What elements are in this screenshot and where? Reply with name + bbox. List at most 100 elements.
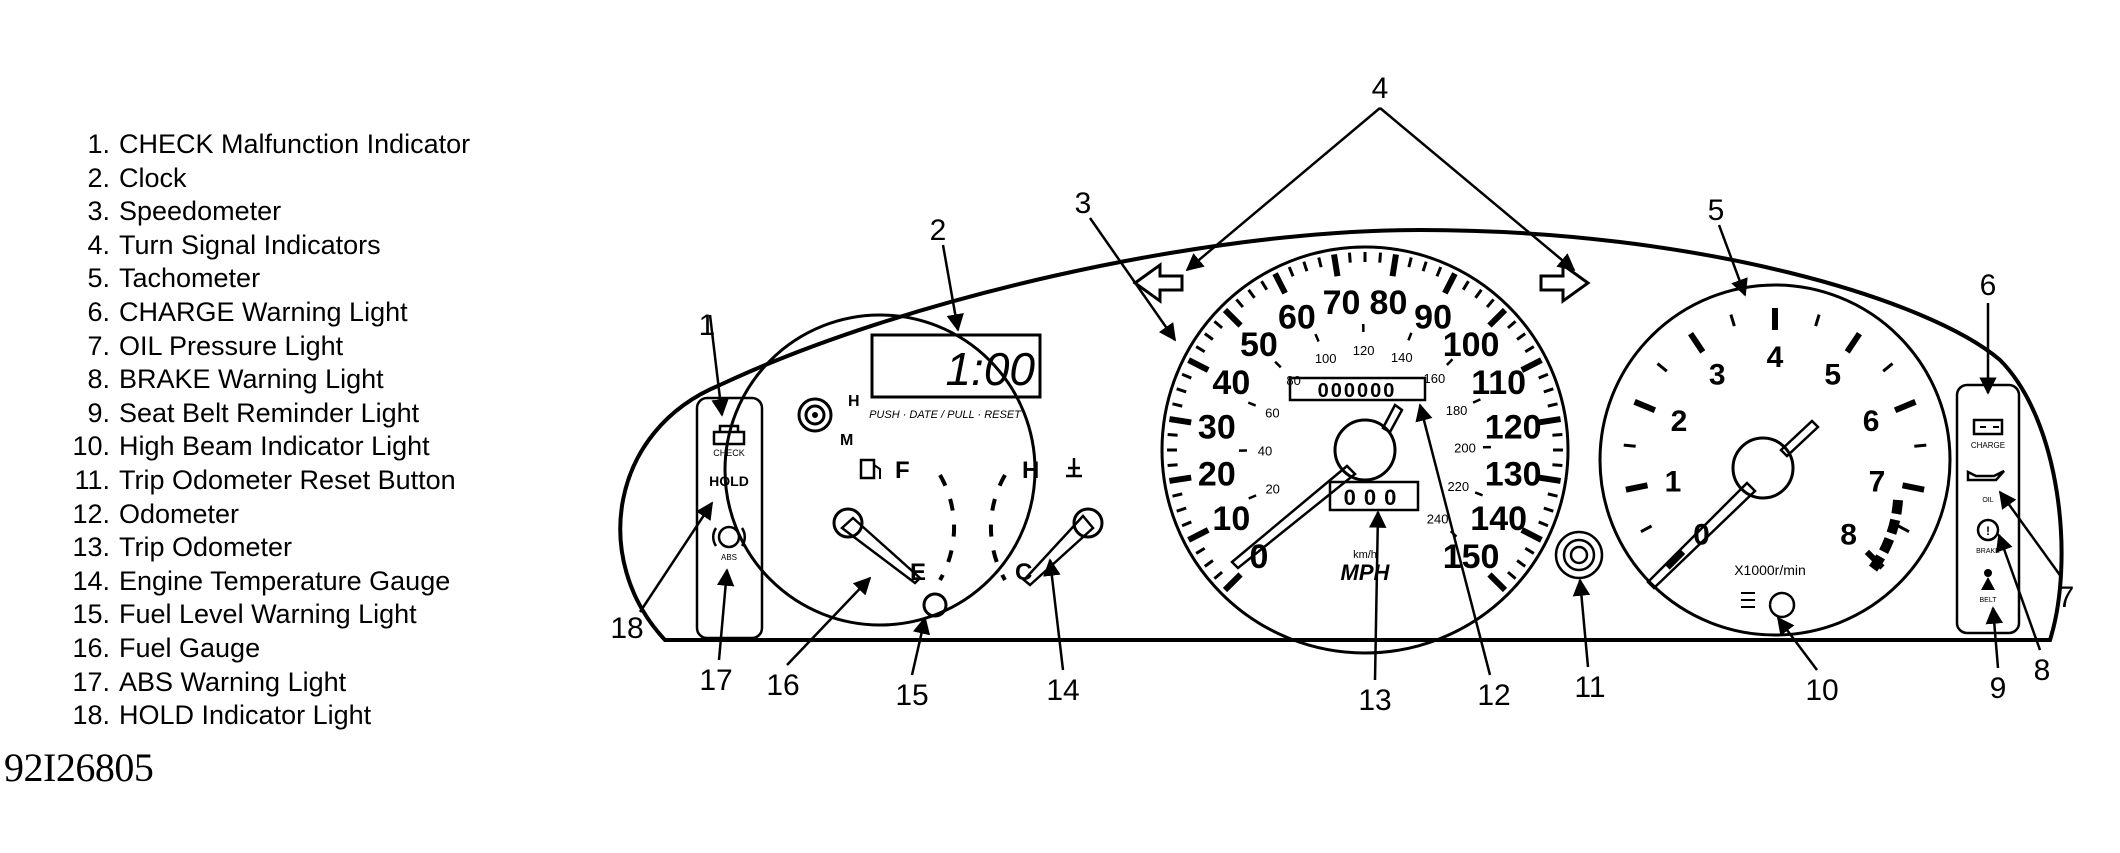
fuel-warning-light (922, 592, 948, 618)
speedometer-kmh-tick (1314, 333, 1320, 342)
tach-tick (1633, 399, 1657, 414)
legend-number: 4. (87, 229, 110, 260)
temp-needle (1022, 514, 1095, 587)
legend-item: 2. Clock (60, 162, 470, 196)
legend-label: Speedometer (119, 196, 282, 227)
right-indicator-panel: CHARGE OIL ! BRAKE BELT (1955, 383, 2021, 635)
speedometer-tick (1547, 402, 1558, 408)
tach-tick (1897, 524, 1910, 533)
speedometer-mph-label: 140 (1470, 500, 1527, 538)
brake-icon: ! (1976, 518, 2000, 542)
clock-caption: PUSH · DATE / PULL · RESET (869, 409, 1022, 421)
legend-label: Fuel Gauge (119, 632, 261, 663)
legend-item: 16.Fuel Gauge (60, 632, 470, 666)
turn-signal-left-icon (1132, 262, 1184, 304)
speedometer-mph-label: 90 (1414, 298, 1452, 336)
speedometer-mph-label: 20 (1198, 455, 1236, 493)
speedometer-mph-label: 40 (1212, 364, 1250, 402)
odometer-display: 000000 (1288, 376, 1427, 402)
legend-label: Engine Temperature Gauge (119, 565, 451, 596)
speedometer-tick (1485, 298, 1495, 309)
fuel-needle (840, 516, 922, 585)
speedometer-kmh-tick (1274, 360, 1282, 369)
tach-label: 3 (1709, 359, 1726, 392)
legend-item: 11. Trip Odometer Reset Button (60, 464, 470, 498)
callout-11: 11 (1574, 671, 1605, 704)
speedometer-unit-mph: MPH (1341, 560, 1391, 585)
speedometer-tick (1187, 527, 1210, 543)
tach-tick (1688, 331, 1706, 354)
callout-16: 16 (766, 669, 799, 702)
battery-icon (1972, 418, 2004, 436)
legend-number: 3. (87, 196, 110, 227)
callout-14: 14 (1046, 674, 1079, 707)
legend-number: 11. (74, 464, 110, 495)
speedometer-tick (1203, 332, 1214, 341)
fuel-gauge: F E (832, 457, 956, 586)
tach-label: 5 (1824, 359, 1841, 392)
temperature-gauge: H C (989, 457, 1104, 587)
check-engine-icon (712, 424, 746, 446)
trip-odometer-display: 000 (1328, 480, 1420, 512)
legend-label: Clock (119, 162, 187, 193)
speedometer-mph-label: 50 (1240, 326, 1278, 364)
legend-label: Trip Odometer (119, 532, 293, 563)
tach-tick (1893, 399, 1917, 414)
legend-item: 1.CHECK Malfunction Indicator (60, 128, 470, 162)
callout-6: 6 (1980, 269, 1997, 302)
coolant-temp-icon (1066, 458, 1082, 478)
legend-label: Fuel Level Warning Light (119, 599, 417, 630)
speedometer-unit-kmh: km/h (1353, 549, 1377, 561)
speedometer-kmh-tick (1472, 398, 1481, 404)
legend-number: 2. (87, 162, 110, 193)
speedometer-tick (1172, 402, 1183, 408)
legend-item: 7.OIL Pressure Light (60, 330, 470, 364)
speedometer-tick (1176, 506, 1187, 513)
legend-number: 8. (87, 364, 110, 395)
belt-label: BELT (1980, 597, 1998, 604)
speedometer-tick (1317, 257, 1323, 268)
speedometer-tick (1247, 288, 1256, 299)
clock-h-label: H (848, 393, 860, 410)
odometer-pointer (1381, 403, 1404, 434)
speedometer-kmh-tick (1407, 332, 1413, 341)
legend-label: CHARGE Warning Light (119, 296, 408, 327)
oil-can-icon (1966, 469, 2005, 482)
speedometer-tick (1442, 272, 1458, 295)
legend-item: 3. Speedometer (60, 195, 470, 229)
speedometer-tick (1222, 572, 1243, 593)
speedometer-tick (1195, 546, 1206, 555)
speedometer-tick (1213, 320, 1224, 330)
callout-8: 8 (2034, 654, 2051, 687)
legend-number: 6. (87, 296, 110, 327)
speedometer-tick (1461, 280, 1470, 291)
speedometer-kmh-label: 200 (1454, 441, 1476, 456)
tach-unit: X1000r/min (1734, 562, 1806, 578)
fuel-full-label: F (895, 457, 910, 484)
clock-knob-icon[interactable] (797, 397, 833, 433)
speedometer-tick (1474, 288, 1483, 299)
legend-label: Seat Belt Reminder Light (119, 397, 420, 428)
odometer-value: 000000 (1318, 380, 1397, 402)
speedometer-tick (1181, 372, 1192, 380)
callout-3: 3 (1075, 187, 1092, 220)
legend-item: 12.Odometer (60, 498, 470, 532)
legend-label: Trip Odometer Reset Button (119, 464, 456, 495)
clock-gauge-cluster: 1:00 PUSH · DATE / PULL · RESET H M F E … (723, 313, 1104, 627)
tach-tick (1814, 314, 1821, 327)
temp-hot-label: H (1022, 457, 1039, 484)
callout-18: 18 (610, 612, 643, 645)
tach-tick (1882, 362, 1894, 373)
legend-number: 10. (72, 431, 110, 462)
tach-tick (1901, 482, 1925, 493)
speedometer-mph-label: 130 (1485, 455, 1542, 493)
charge-label: CHARGE (1971, 441, 2005, 450)
hold-label: HOLD (709, 473, 749, 489)
speedometer-tick (1487, 307, 1508, 328)
speedometer-tick (1543, 506, 1554, 513)
high-beam-icon (1741, 591, 1796, 619)
trip-reset-button[interactable] (1554, 530, 1604, 580)
speedometer-tick (1516, 559, 1527, 568)
callout-12: 12 (1477, 679, 1510, 712)
